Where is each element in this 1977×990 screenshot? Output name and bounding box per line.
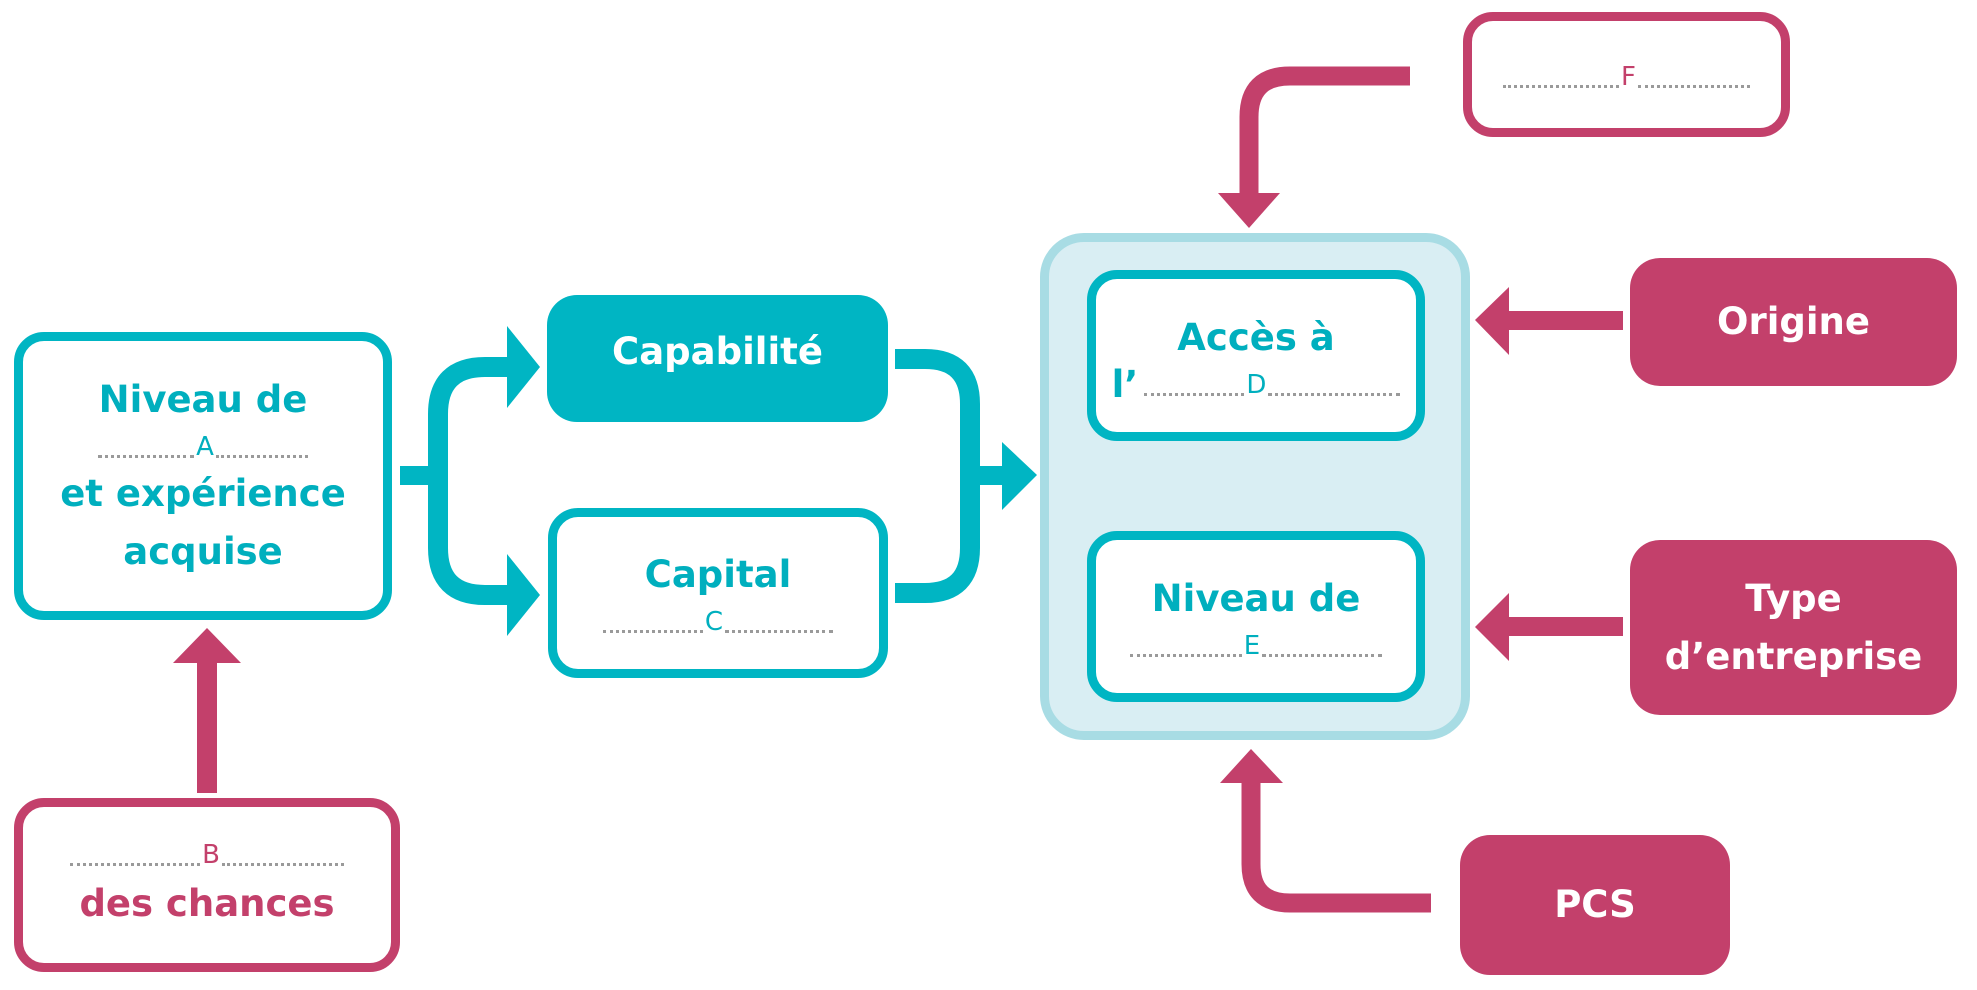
node-f-blank[interactable]: F (1503, 59, 1750, 95)
arrow-f-path (1239, 66, 1410, 195)
node-d-blank[interactable]: l’ D (1111, 362, 1401, 406)
node-type-line2: d’entreprise (1664, 634, 1923, 678)
node-e-niveau: Niveau de E (1087, 531, 1425, 702)
node-capabilite-label: Capabilité (612, 329, 823, 373)
node-capital: Capital C (548, 508, 888, 678)
arrow-to-container-shaft (970, 466, 1005, 485)
arrow-pcs-path (1241, 780, 1431, 913)
node-d-letter: D (1246, 369, 1267, 400)
node-a-letter: A (196, 432, 214, 462)
arrowhead-origine (1475, 287, 1509, 355)
node-type-line1: Type (1745, 576, 1842, 620)
arrowhead-to-capital (507, 554, 540, 636)
bracket-right-path (895, 349, 980, 603)
node-origine: Origine (1630, 258, 1957, 386)
node-origine-label: Origine (1717, 300, 1870, 343)
arrowhead-pcs (1220, 749, 1283, 783)
node-pcs: PCS (1460, 835, 1730, 975)
node-a-niveau: Niveau de A et expérience acquise (14, 332, 392, 620)
arrow-b-to-a-shaft (197, 660, 217, 793)
arrowhead-type (1475, 593, 1509, 661)
node-d-acces: Accès à l’ D (1087, 270, 1425, 441)
node-b-blank[interactable]: B (70, 837, 344, 873)
node-a-blank[interactable]: A (98, 429, 308, 465)
bracket-left-path (428, 357, 508, 605)
node-e-letter: E (1243, 630, 1261, 661)
arrowhead-to-capabilite (507, 326, 540, 408)
node-e-blank[interactable]: E (1129, 628, 1383, 664)
node-pcs-label: PCS (1554, 883, 1636, 926)
node-a-line1: Niveau de (98, 378, 308, 421)
node-a-line3: et expérience (60, 472, 346, 515)
node-e-line1: Niveau de (1151, 576, 1361, 620)
node-d-prefix: l’ (1111, 362, 1139, 406)
arrow-origine-shaft (1505, 311, 1623, 330)
arrowhead-f (1218, 193, 1280, 228)
node-f: F (1463, 12, 1790, 137)
node-b-chances: B des chances (14, 798, 400, 972)
node-f-letter: F (1621, 61, 1636, 92)
node-d-line1: Accès à (1177, 315, 1335, 359)
node-capabilite: Capabilité (547, 295, 888, 422)
node-a-line4: acquise (123, 530, 283, 573)
node-type-entreprise: Type d’entreprise (1630, 540, 1957, 715)
arrow-type-shaft (1505, 617, 1623, 636)
arrowhead-to-container (1002, 442, 1037, 510)
node-b-letter: B (202, 840, 220, 870)
node-b-line2: des chances (79, 882, 335, 925)
node-capital-line1: Capital (644, 553, 792, 596)
node-capital-letter: C (704, 607, 724, 637)
arrowhead-b-to-a (173, 628, 241, 663)
node-capital-blank[interactable]: C (602, 604, 834, 640)
